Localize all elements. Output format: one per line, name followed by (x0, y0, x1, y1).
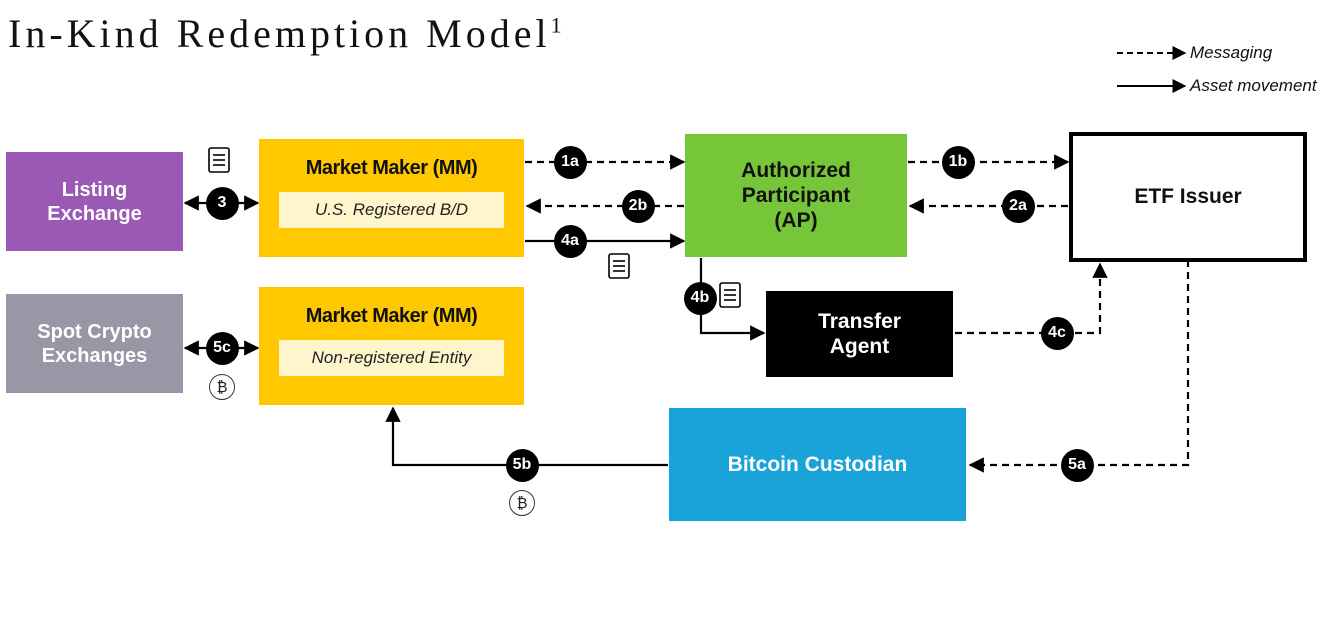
transfer-agent-label: Transfer Agent (818, 309, 901, 358)
arrow-4c (955, 262, 1108, 335)
spot-crypto-label: Spot Crypto Exchanges (37, 320, 152, 367)
bitcoin-icon: ₿ (509, 490, 535, 516)
document-icon (608, 253, 630, 279)
title-footnote: 1 (550, 12, 562, 38)
step-badge-4b: 4b (683, 281, 717, 315)
step-badge-1b: 1b (941, 145, 975, 179)
listing-exchange-label: Listing Exchange (47, 178, 142, 225)
mm-nonregistered-title: Market Maker (MM) (305, 305, 478, 327)
step-badge-5b: 5b (505, 448, 539, 482)
step-badge-2b: 2b (621, 189, 655, 223)
listing-exchange-box: Listing Exchange (6, 152, 183, 251)
authorized-participant-box: Authorized Participant (AP) (685, 134, 907, 257)
spot-crypto-box: Spot Crypto Exchanges (6, 294, 183, 393)
mm-registered-subtitle: U.S. Registered B/D (279, 192, 504, 228)
bitcoin-icon: ₿ (209, 374, 235, 400)
custodian-label: Bitcoin Custodian (727, 452, 908, 476)
document-icon (719, 282, 741, 308)
step-badge-2a: 2a (1001, 189, 1035, 223)
title-text: In-Kind Redemption Model (8, 11, 551, 56)
step-badge-4a: 4a (553, 224, 587, 258)
ap-label: Authorized Participant (AP) (741, 158, 851, 233)
step-badge-1a: 1a (553, 145, 587, 179)
mm-nonregistered-subtitle: Non-registered Entity (279, 340, 504, 376)
legend-asset-movement: Asset movement (1190, 76, 1317, 95)
market-maker-registered-box: Market Maker (MM) U.S. Registered B/D (259, 139, 524, 257)
step-badge-5a: 5a (1060, 448, 1094, 482)
market-maker-nonregistered-box: Market Maker (MM) Non-registered Entity (259, 287, 524, 405)
step-badge-3: 3 (205, 186, 239, 220)
arrow-5b (385, 406, 668, 467)
document-icon (208, 147, 230, 173)
legend-messaging: Messaging (1190, 43, 1273, 62)
bitcoin-custodian-box: Bitcoin Custodian (669, 408, 966, 521)
mm-registered-title: Market Maker (MM) (305, 157, 478, 179)
etf-issuer-label: ETF Issuer (1134, 185, 1242, 209)
etf-issuer-box: ETF Issuer (1069, 132, 1307, 262)
step-badge-5c: 5c (205, 331, 239, 365)
document-icons (208, 147, 741, 308)
transfer-agent-box: Transfer Agent (766, 291, 953, 377)
step-badge-4c: 4c (1040, 316, 1074, 350)
arrow-5a (968, 260, 1190, 473)
page-title: In-Kind Redemption Model1 (8, 10, 562, 57)
